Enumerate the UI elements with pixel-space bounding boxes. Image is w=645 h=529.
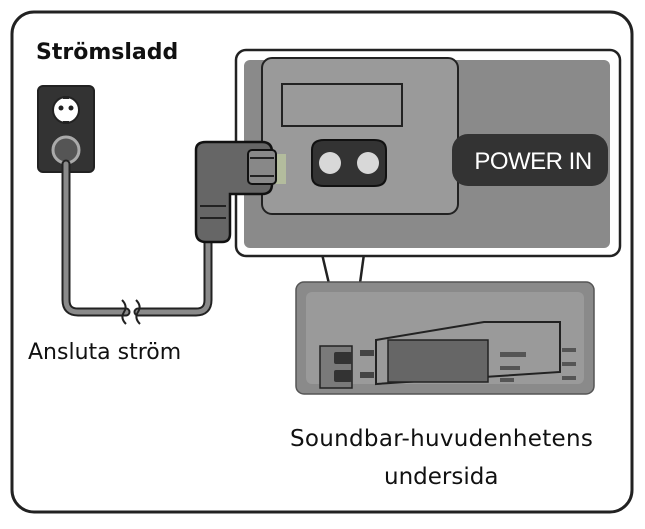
power-in-badge <box>452 134 608 186</box>
soundbar-bottom-label-line2: undersida <box>384 464 499 490</box>
cable-connector-icon <box>194 140 286 244</box>
wall-outlet-icon <box>37 85 95 173</box>
power-cord-label: Strömsladd <box>36 40 179 65</box>
power-inlet-icon <box>311 139 387 187</box>
zoom-panel <box>234 48 622 258</box>
power-in-label: POWER IN <box>474 148 592 175</box>
soundbar-bottom-view <box>295 281 595 395</box>
power-cable <box>61 159 213 317</box>
connect-power-label: Ansluta ström <box>28 340 182 365</box>
cable-break-icon <box>121 299 141 325</box>
soundbar-bottom-label-line1: Soundbar-huvudenhetens <box>290 426 594 452</box>
